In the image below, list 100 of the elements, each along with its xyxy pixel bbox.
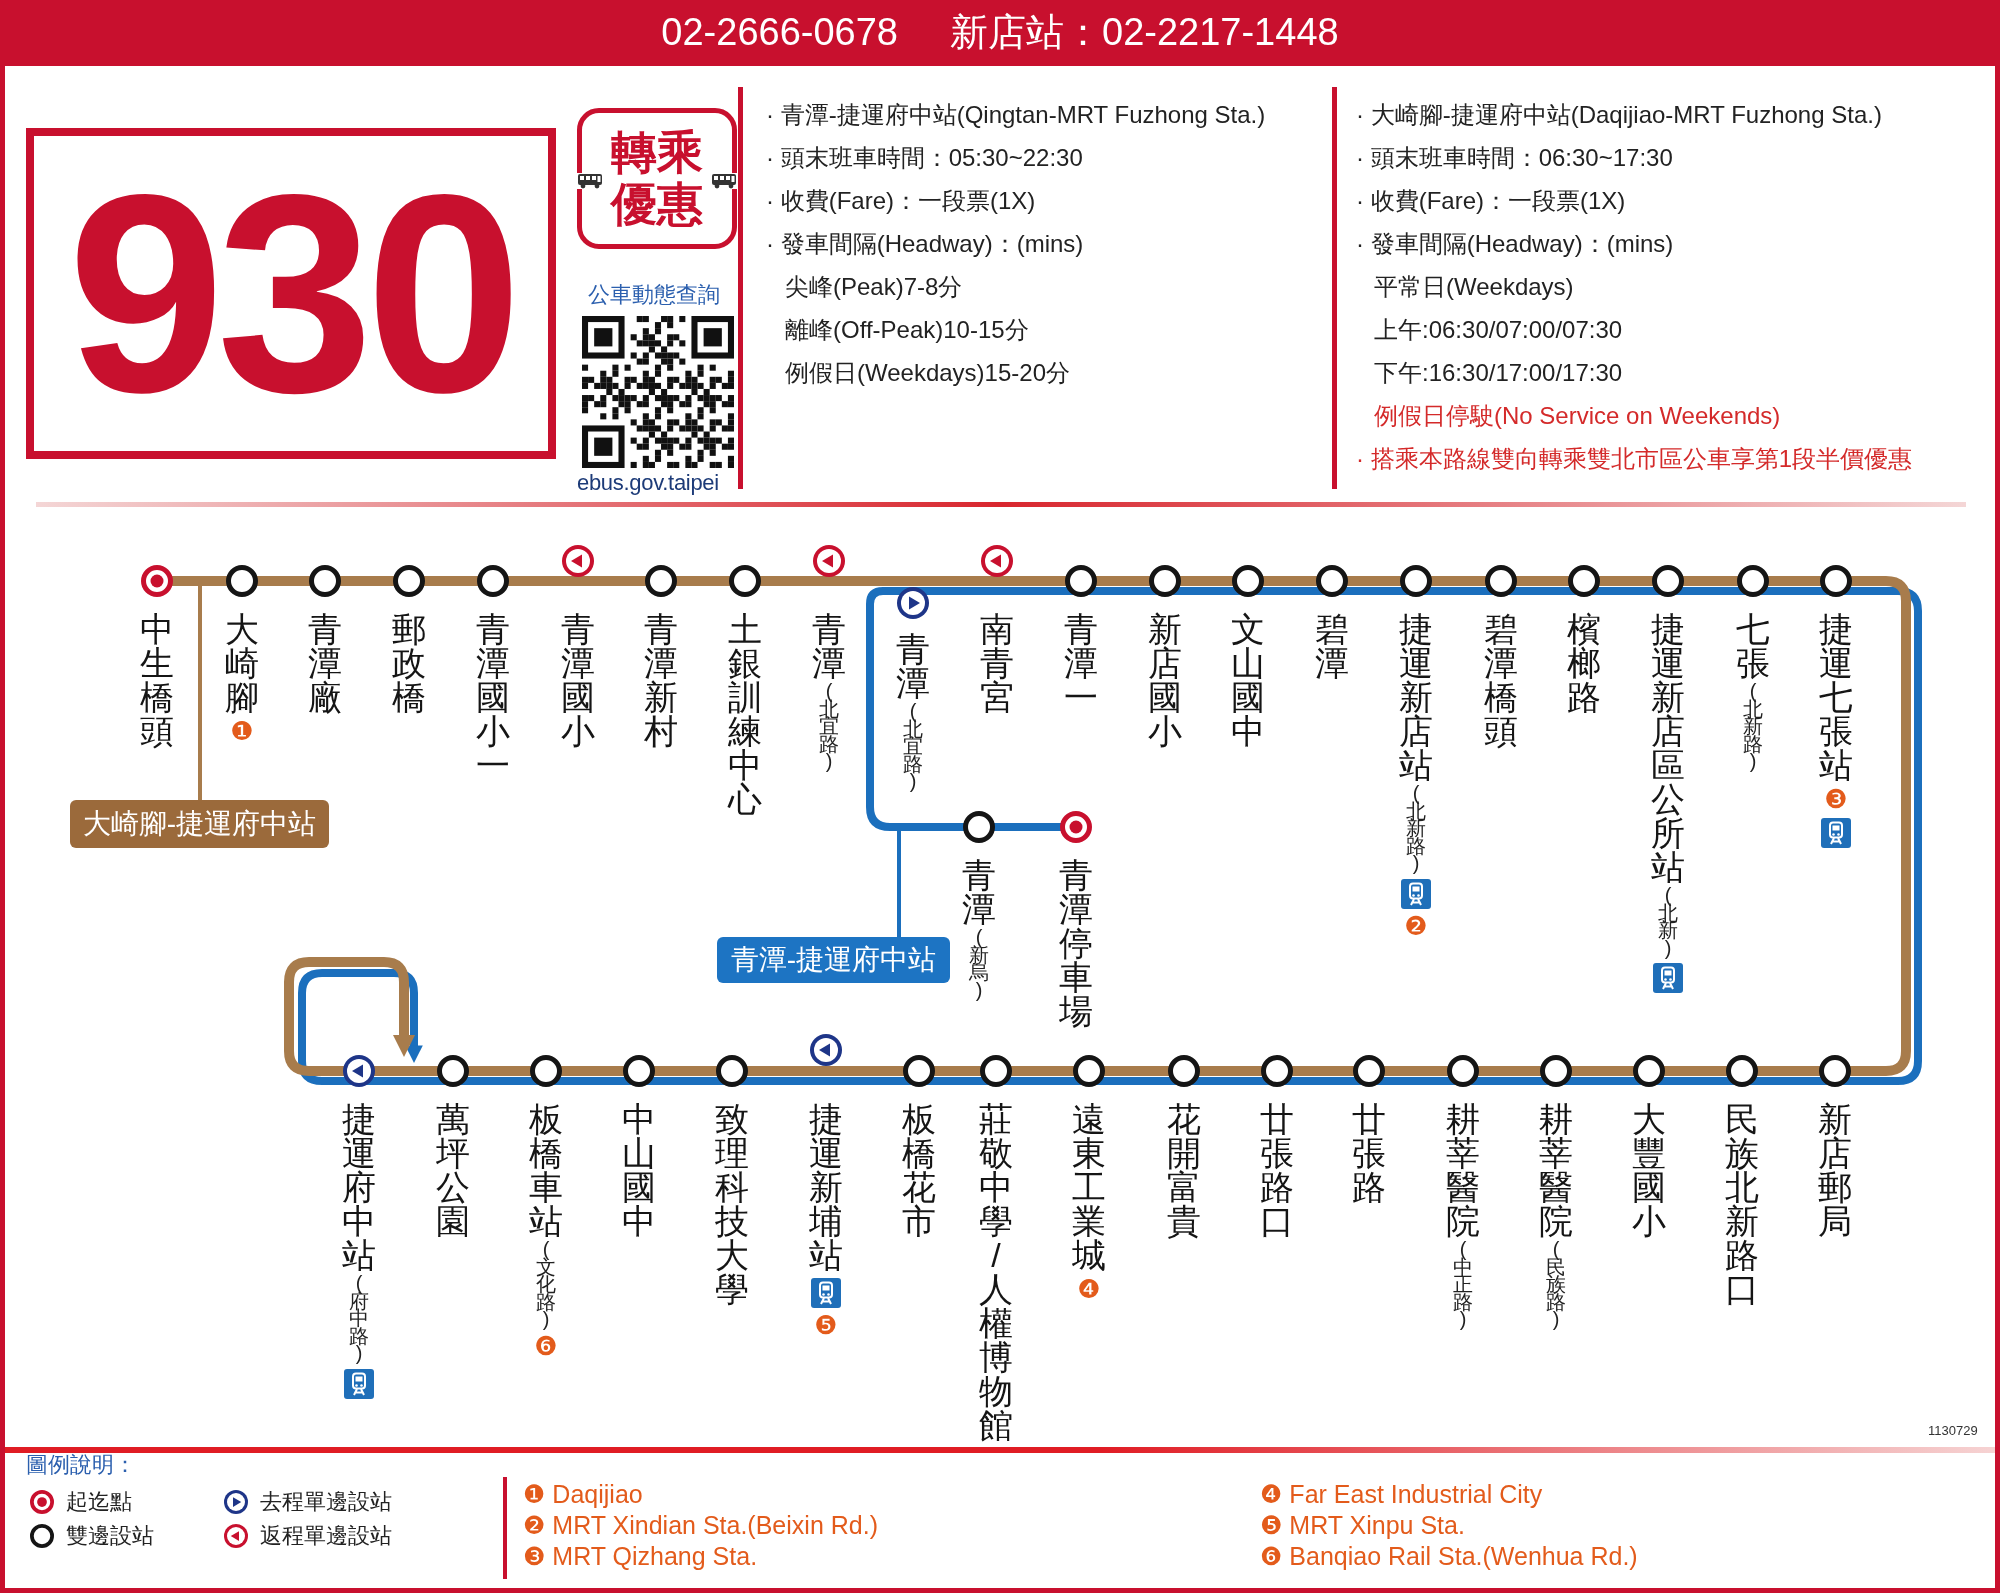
legend-text: 返程單邊設站 [260,1524,392,1548]
stop-name: 七張 [1736,612,1770,680]
route-info-text: · 頭末班車時間：05:30~22:30 [766,144,1083,173]
footnote-text: ❺ MRT Xinpu Sta. [1260,1510,1465,1540]
stop-name: 青潭 [962,858,996,926]
route-line [749,1077,809,1085]
road-note: (府中路) [349,1275,369,1363]
route-line [843,1066,902,1076]
route-number: 930 [67,152,515,435]
route-info-text: 例假日停駛(No Service on Weekends) [1374,402,1781,431]
stop-name: 捷運新店站 [1399,612,1433,782]
route-info-text: 例假日(Weekdays)15-20分 [785,359,1070,388]
route-number-frame [26,128,556,459]
route-line [376,1077,436,1085]
route-line [846,576,980,586]
stop-name: 郵政橋 [392,612,426,714]
route-line [1106,1066,1167,1076]
callout-number: ❹ [1077,1276,1101,1302]
stop-name: 檳榔路 [1567,612,1601,714]
contact-text: 新店站：02-2217-1448 [950,12,1339,54]
route-line [426,576,476,586]
footnote-text: ❸ MRT Qizhang Sta. [523,1541,758,1571]
stop-name: 大豐國小 [1632,1102,1666,1238]
route-line [1666,1066,1725,1076]
route-line [1201,1077,1260,1085]
route-info-text: · 收費(Fare)：一段票(1X) [1356,187,1626,216]
callout-number: ❺ [814,1312,838,1338]
route-line [1601,576,1651,586]
transfer-text: 轉乘優惠 [611,127,703,230]
route-line [1201,1066,1260,1076]
route-line [563,1077,622,1085]
stop-name: 青潭 [896,632,930,700]
road-note: (北宜路) [903,703,923,791]
footnote-text: ❻ Banqiao Rail Sta.(Wenhua Rd.) [1260,1541,1638,1571]
loop-arrow [298,969,423,1085]
route-line [1852,587,1922,1085]
road-note: (北宜路) [819,683,839,771]
stop-name: 耕莘醫院 [1539,1102,1573,1238]
stop-name: 廿張路口 [1260,1102,1294,1238]
stop-name: 青潭 [812,612,846,680]
route-line [259,576,308,586]
route-line [1013,1077,1072,1085]
route-line [656,1066,715,1076]
route-line [1013,1066,1072,1076]
stop-name: 新店國小 [1148,612,1182,748]
callout-number: ❷ [1404,912,1428,939]
stop-name: 萬坪公園 [436,1102,470,1238]
stop-name: 中生橋頭 [140,612,174,748]
route-line [1759,1077,1818,1085]
leader-line [198,586,202,800]
stop-name: 民族北新路口 [1725,1102,1759,1306]
legend-text: 去程單邊設站 [260,1490,392,1514]
stop-name: 莊敬中學/人權博物館 [979,1102,1013,1442]
legend-text: 起迄點 [66,1490,132,1514]
callout-number: ❶ [230,718,254,744]
route-line [1518,587,1567,595]
stop-name: 花開富貴 [1167,1102,1201,1238]
route-info-text: · 搭乘本路線雙向轉乘雙北市區公車享第1段半價優惠 [1356,445,1912,474]
route-info-text: · 青潭-捷運府中站(Qingtan-MRT Fuzhong Sta.) [766,101,1266,130]
footnote-text: ❷ MRT Xindian Sta.(Beixin Rd.) [523,1510,878,1540]
stop-name: 捷運新店區公所站 [1651,612,1685,884]
route-line [1349,576,1399,586]
route-line [843,1077,902,1085]
route-line [930,587,980,595]
route-line [1265,587,1315,595]
route-line [936,1077,979,1085]
route-line [656,1077,715,1085]
stop-name: 中山國中 [622,1102,656,1238]
route-line [1666,1077,1725,1085]
route-line [1349,587,1399,595]
route-line [470,1077,529,1085]
route-info-text: · 頭末班車時間：06:30~17:30 [1356,144,1673,173]
route-line [1573,1077,1632,1085]
route-line [1294,1066,1352,1076]
stop-name: 捷運七張站 [1819,612,1853,782]
stop-name: 南青宮 [980,612,1014,714]
route-tag: 大崎腳-捷運府中站 [70,800,329,848]
route-line [470,1066,529,1076]
route-info-text: · 大崎腳-捷運府中站(Daqijiao-MRT Fuzhong Sta.) [1356,101,1882,130]
route-info-text: · 發車間隔(Headway)：(mins) [1356,230,1674,259]
route-line [1601,587,1651,595]
stop-name: 碧潭 [1315,612,1349,680]
stop-name: 文山國中 [1231,612,1265,748]
route-line [866,587,962,831]
stop-name: 青潭國小 [561,612,595,748]
web-address: ebus.gov.taipei [577,470,719,497]
stop-name: 青潭國小一 [476,612,510,782]
stop-name: 板橋車站 [529,1102,563,1238]
route-line [1386,1077,1446,1085]
stop-name: 板橋花市 [902,1102,936,1238]
version-code: 1130729 [1928,1423,1978,1439]
route-line [1265,576,1315,586]
route-line [1685,587,1736,595]
route-line [996,823,1059,831]
route-line [1014,587,1064,595]
route-line [342,576,392,586]
stop-name: 青潭新村 [644,612,678,748]
route-line [1480,1077,1539,1085]
road-note: (中正路) [1453,1241,1473,1329]
stop-name: 捷運新埔站 [809,1102,843,1272]
